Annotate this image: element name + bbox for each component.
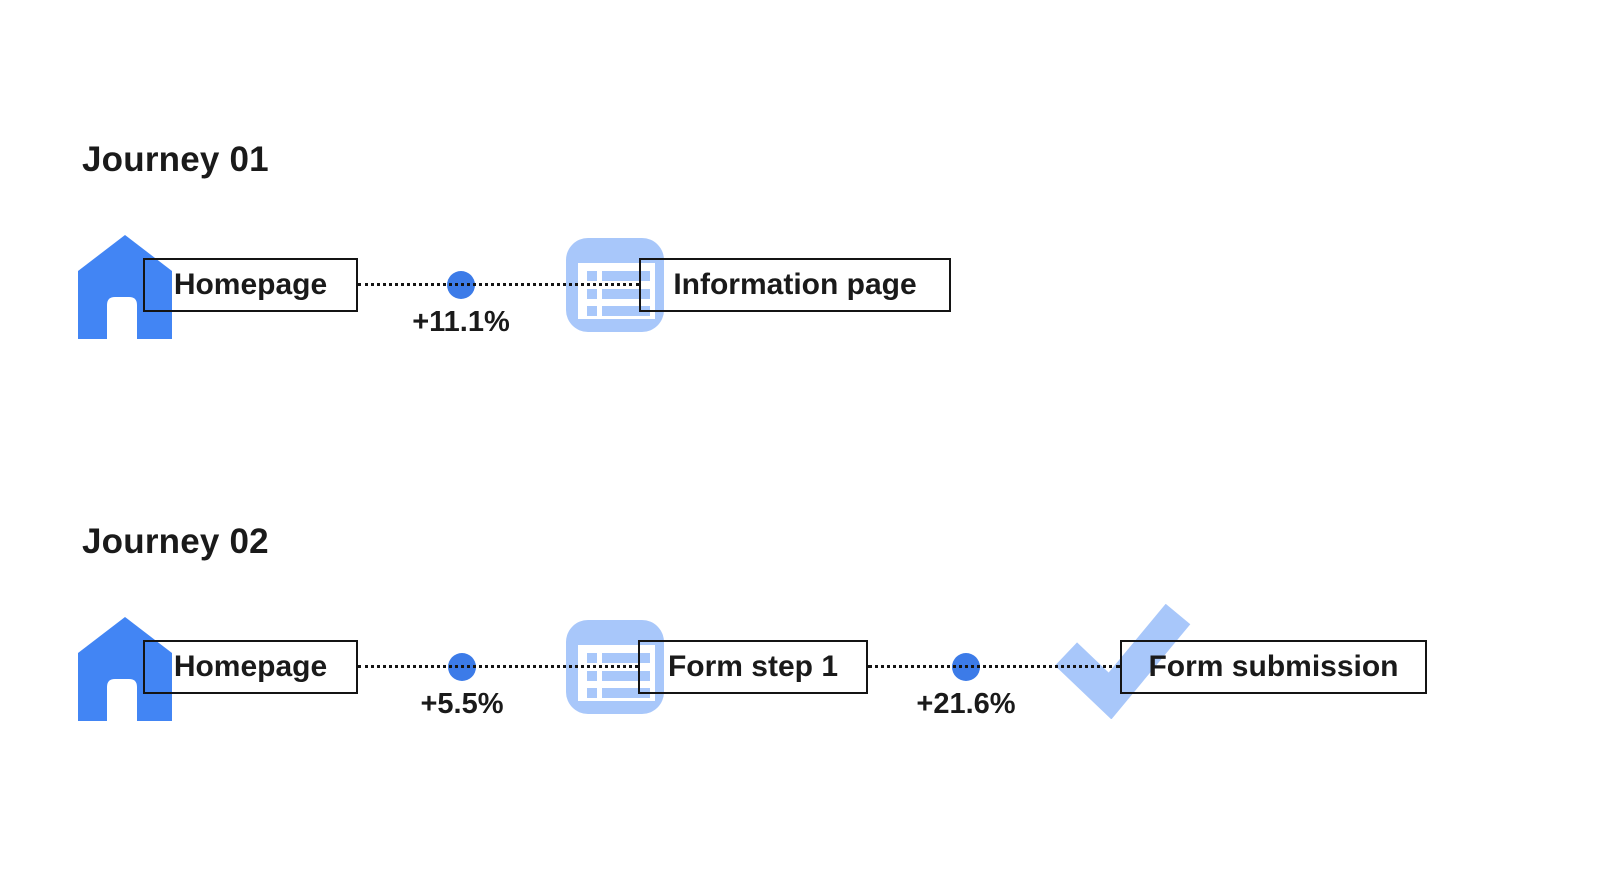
transition-delta: +21.6% <box>916 688 1016 720</box>
transition-delta: +11.1% <box>412 306 510 338</box>
step-label: Form submission <box>1148 650 1399 683</box>
document-list-row <box>587 688 655 698</box>
document-list-icon <box>566 238 664 332</box>
transition-delta: +5.5% <box>420 688 504 720</box>
step-box-homepage: Homepage <box>143 258 358 312</box>
transition-line <box>358 665 638 668</box>
home-icon <box>78 235 172 339</box>
home-icon <box>78 617 172 721</box>
step-label: Homepage <box>173 268 328 301</box>
step-box-homepage: Homepage <box>143 640 358 694</box>
document-list-row <box>587 306 655 316</box>
step-label: Form step 1 <box>667 650 839 683</box>
step-box-information-page: Information page <box>639 258 951 312</box>
journey-02-title: Journey 02 <box>82 522 269 561</box>
document-list-icon-body <box>578 263 655 319</box>
step-box-form-submission: Form submission <box>1120 640 1427 694</box>
step-box-form-step-1: Form step 1 <box>638 640 868 694</box>
transition-line <box>868 665 1120 668</box>
step-label: Homepage <box>173 650 328 683</box>
step-label: Information page <box>673 268 917 301</box>
document-list-row <box>587 671 655 681</box>
journey-01-title: Journey 01 <box>82 140 269 179</box>
document-list-icon-body <box>578 645 655 701</box>
document-list-row <box>587 653 655 663</box>
transition-line <box>358 283 639 286</box>
document-list-row <box>587 271 655 281</box>
document-list-row <box>587 289 655 299</box>
